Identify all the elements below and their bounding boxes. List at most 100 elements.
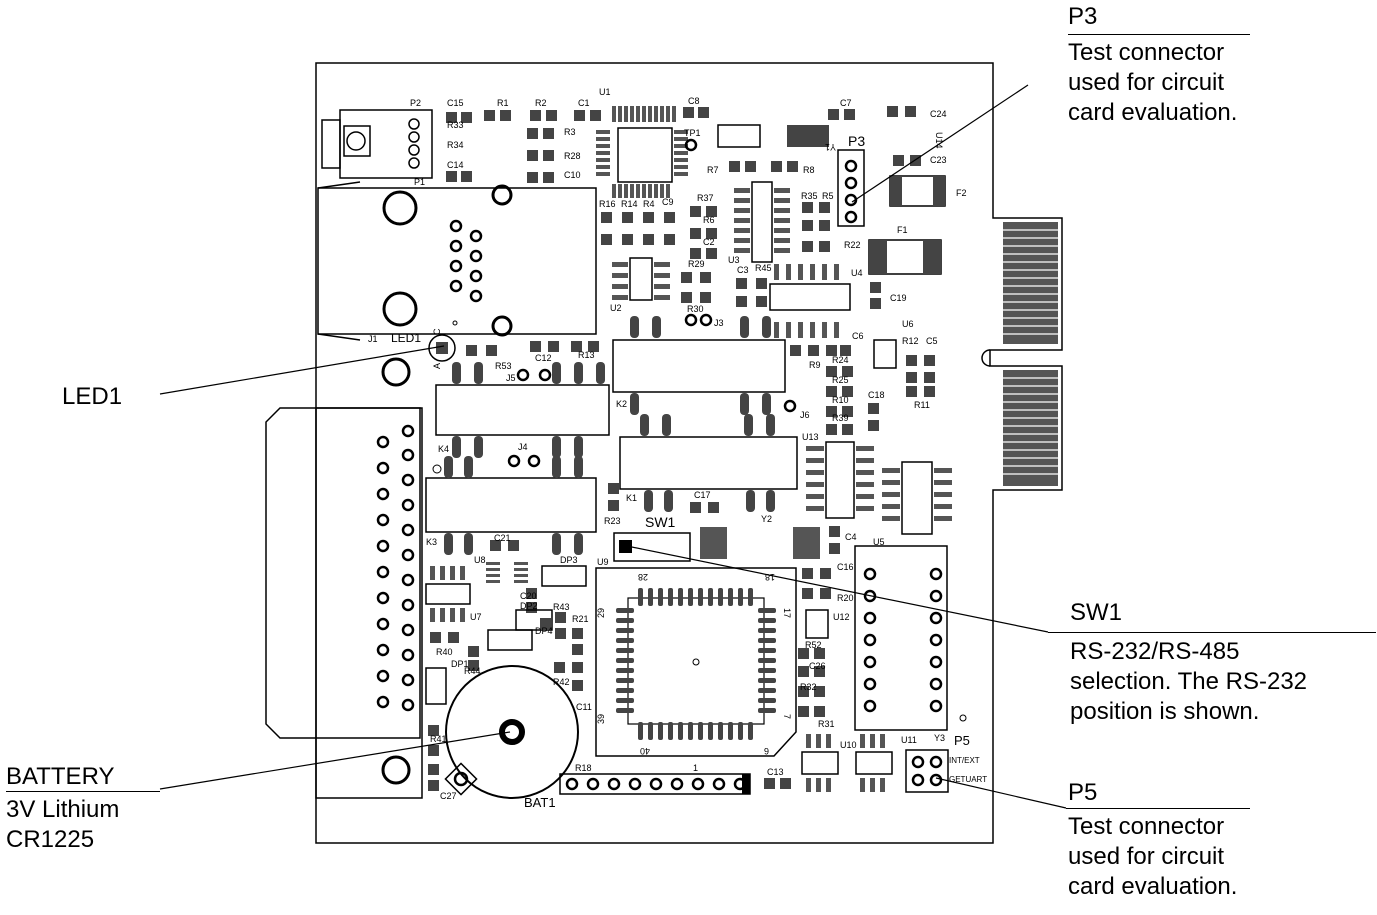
silk-y1: Y1 [825, 142, 836, 152]
u2-chip [612, 257, 670, 301]
silk-r7: R7 [707, 165, 719, 175]
silk-c12: C12 [535, 353, 552, 363]
silk-f2: F2 [956, 188, 967, 198]
silk-c21: C21 [494, 533, 511, 543]
silk-sw1: SW1 [645, 514, 676, 530]
u1-chip [596, 106, 688, 198]
silk-c26: C26 [809, 661, 826, 671]
silk-r25: R25 [832, 375, 849, 385]
edge-connector [1003, 222, 1058, 486]
silk-u6: U6 [902, 319, 914, 329]
callout-battery-description: 3V Lithium CR1225 [6, 796, 120, 853]
silk-u9: U9 [597, 557, 609, 567]
silk-r4: R4 [643, 199, 655, 209]
silk-r42: R42 [553, 677, 570, 687]
silk-c6: C6 [852, 331, 864, 341]
silk-u1: U1 [599, 87, 611, 97]
silk-pin28: 28 [638, 572, 648, 582]
silk-c17: C17 [694, 490, 711, 500]
silk-r41: R41 [430, 734, 447, 744]
silk-u7: U7 [470, 612, 482, 622]
silk-r45: R45 [755, 263, 772, 273]
silk-u3: U3 [728, 255, 740, 265]
silk-c19: C19 [890, 293, 907, 303]
right-dip-chip [882, 461, 952, 535]
u3-chip [734, 181, 790, 263]
silk-u13: U13 [802, 432, 819, 442]
silk-j5: J5 [506, 373, 516, 383]
callout-p5-underline [1066, 808, 1250, 809]
callout-battery: BATTERY [6, 762, 114, 792]
silk-dp4: DP4 [535, 626, 553, 636]
silk-c9: C9 [662, 197, 674, 207]
silk-pin17: 17 [782, 608, 792, 618]
silk-p3: P3 [848, 133, 865, 149]
battery-bat1 [444, 665, 579, 799]
silk-pin18: 18 [765, 572, 775, 582]
silk-r24: R24 [832, 355, 849, 365]
callout-sw1: SW1 [1070, 598, 1122, 628]
relay-pins [444, 316, 775, 555]
u6-chip [873, 339, 897, 369]
silk-c7: C7 [840, 98, 852, 108]
silk-bat1: BAT1 [524, 795, 556, 810]
callout-led1-title: LED1 [62, 383, 123, 410]
silk-c18: C18 [868, 390, 885, 400]
silk-r39: R39 [832, 413, 849, 423]
test-points [507, 138, 797, 468]
silk-r43: R43 [553, 602, 570, 612]
silk-r16: R16 [599, 199, 616, 209]
silk-r44: R44 [464, 666, 481, 676]
io-pins [376, 357, 415, 785]
silk-c13: C13 [767, 767, 784, 777]
silk-r40: R40 [436, 647, 453, 657]
silk-r20: R20 [837, 593, 854, 603]
silk-u8: U8 [474, 555, 486, 565]
callout-p5-title: P5 [1068, 779, 1098, 806]
u9-plcc-chip [595, 567, 797, 757]
silk-r12: R12 [902, 336, 919, 346]
silk-getuart: GETUART [949, 775, 987, 784]
callout-led1: LED1 [62, 382, 122, 412]
silk-int-ext: INT/EXT [949, 756, 980, 765]
silk-dp3: DP3 [560, 555, 578, 565]
mounting-holes [432, 320, 967, 722]
silk-r6: R6 [703, 215, 715, 225]
silk-r53: R53 [495, 361, 512, 371]
io-pin-header [265, 407, 423, 799]
silk-c20: C20 [520, 591, 537, 601]
silk-r52: R52 [805, 640, 822, 650]
silk-c3: C3 [737, 265, 749, 275]
silk-r13: R13 [578, 350, 595, 360]
silk-k4: K4 [438, 444, 449, 454]
r18-header [559, 773, 751, 795]
p3-connector [837, 149, 865, 227]
silk-u14: U14 [934, 132, 944, 149]
silk-tp1: TP1 [684, 128, 701, 138]
silk-c15: C15 [447, 98, 464, 108]
silk-r22: R22 [844, 240, 861, 250]
silk-r34: R34 [447, 140, 464, 150]
silk-c24: C24 [930, 109, 947, 119]
fuses [868, 175, 946, 275]
silk-c11: C11 [576, 702, 592, 712]
silk-r23: R23 [604, 516, 621, 526]
smd-pads [428, 106, 935, 791]
silk-r10: R10 [832, 395, 849, 405]
silk-u10: U10 [840, 740, 857, 750]
callout-sw1-title: SW1 [1070, 599, 1123, 626]
relays [425, 339, 798, 533]
silk-r14: R14 [621, 199, 638, 209]
silk-c27: C27 [440, 791, 457, 801]
edge-fingers [1003, 229, 1058, 475]
u13-chip [806, 441, 874, 519]
callout-battery-title: BATTERY [6, 763, 115, 790]
silk-j3: J3 [714, 318, 724, 328]
silk-dp2: DP2 [520, 601, 538, 611]
silk-u5: U5 [873, 537, 885, 547]
silk-r31: R31 [818, 719, 835, 729]
j1-connector [317, 181, 597, 341]
silk-r32: R32 [800, 682, 817, 692]
small-chip-pins [430, 562, 885, 792]
silk-r1: R1 [497, 98, 509, 108]
